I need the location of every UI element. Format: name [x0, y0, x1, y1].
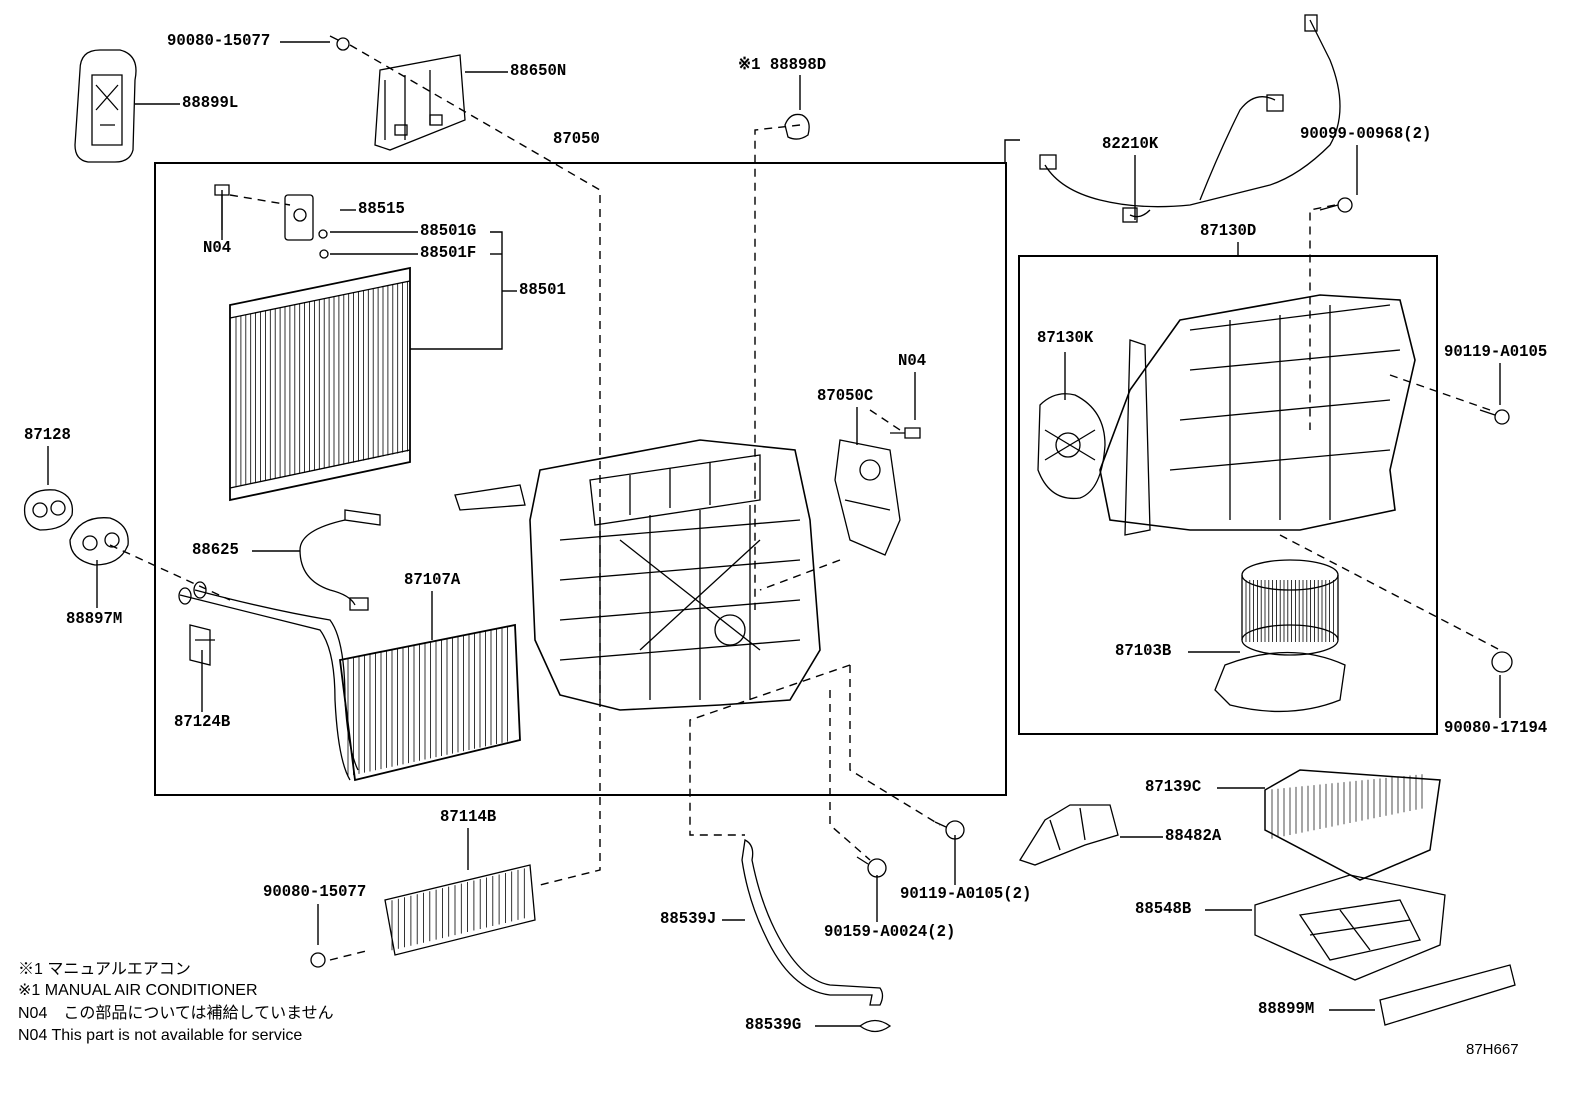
part-87050C-actuator	[834, 439, 901, 556]
assembly-box-87130D	[1018, 255, 1438, 735]
label-88897M[interactable]: 88897M	[66, 610, 123, 629]
part-82210K-wire-harness	[1039, 14, 1341, 223]
label-88650N[interactable]: 88650N	[510, 62, 567, 81]
part-88539J-drain-hose	[741, 839, 884, 1006]
label-88899M[interactable]: 88899M	[1258, 1000, 1315, 1019]
part-87107A-heater-core	[178, 581, 521, 782]
label-87114B[interactable]: 87114B	[440, 808, 497, 827]
label-90080-17194[interactable]: 90080-17194	[1444, 719, 1548, 738]
label-88482A[interactable]: 88482A	[1165, 827, 1222, 846]
note-manual-ac-en: ※1 MANUAL AIR CONDITIONER	[18, 982, 258, 999]
label-N04[interactable]: N04	[898, 352, 927, 371]
part-screws-right	[1319, 197, 1513, 673]
part-90080-15077-top	[329, 35, 350, 51]
note-n04-en: N04 This part is not available for servi…	[18, 1027, 303, 1044]
part-N04-screw-b	[890, 427, 921, 439]
label-N04[interactable]: N04	[203, 239, 232, 258]
label-88539G[interactable]: 88539G	[745, 1016, 802, 1035]
label-87139C[interactable]: 87139C	[1145, 778, 1202, 797]
label-87130K[interactable]: 87130K	[1037, 329, 1094, 348]
label-90119-A0105[interactable]: 90119-A0105	[1444, 343, 1548, 362]
part-87103B-blower-motor	[1214, 559, 1346, 713]
label-90080-15077[interactable]: 90080-15077	[167, 32, 271, 51]
part-87114B	[384, 864, 536, 956]
label-90159-A0024[interactable]: 90159-A0024(2)	[824, 923, 956, 942]
part-87139C-filter	[1264, 769, 1441, 881]
label-87050[interactable]: 87050	[553, 130, 600, 149]
part-88899L	[74, 49, 137, 163]
part-87130D-blower-case	[1099, 294, 1416, 536]
part-88899M	[1379, 964, 1516, 1026]
part-88539G-plug	[858, 1019, 892, 1033]
label-88501G[interactable]: 88501G	[420, 222, 477, 241]
label-88898D[interactable]: ※1 88898D	[738, 56, 827, 75]
label-87130D[interactable]: 87130D	[1200, 222, 1257, 241]
drawing-code: 87H667	[1466, 1041, 1519, 1058]
label-88548B[interactable]: 88548B	[1135, 900, 1192, 919]
part-88625-sensor	[299, 509, 381, 611]
label-90119-A0105-2[interactable]: 90119-A0105(2)	[900, 885, 1032, 904]
label-87103B[interactable]: 87103B	[1115, 642, 1172, 661]
label-90080-15077[interactable]: 90080-15077	[263, 883, 367, 902]
part-bolts-bottom	[310, 820, 965, 968]
part-87050-hvac-unit	[454, 439, 821, 711]
note-manual-ac-jp: ※1 マニュアルエアコン	[18, 961, 191, 978]
leader-lines	[47, 41, 1501, 1027]
label-88501F[interactable]: 88501F	[420, 244, 477, 263]
label-87124B[interactable]: 87124B	[174, 713, 231, 732]
part-N04-screw	[214, 184, 230, 230]
label-88515[interactable]: 88515	[358, 200, 405, 219]
part-88898D	[784, 113, 810, 140]
part-87128	[23, 489, 74, 531]
part-87124B-clamp	[189, 624, 215, 666]
part-88515	[284, 194, 329, 259]
label-87050C[interactable]: 87050C	[817, 387, 874, 406]
label-88899L[interactable]: 88899L	[182, 94, 239, 113]
note-n04-jp: N04 この部品については補給していません	[18, 1005, 334, 1022]
label-90099-00968[interactable]: 90099-00968(2)	[1300, 125, 1432, 144]
part-88548B-tray	[1254, 874, 1446, 981]
dashed-assembly-lines	[109, 44, 1501, 961]
label-88501[interactable]: 88501	[519, 281, 566, 300]
part-88501-evaporator	[229, 266, 411, 502]
part-88482A-duct	[1019, 804, 1119, 866]
assembly-box-87050	[154, 162, 1007, 796]
label-82210K[interactable]: 82210K	[1102, 135, 1159, 154]
label-88539J[interactable]: 88539J	[660, 910, 717, 929]
label-87128[interactable]: 87128	[24, 426, 71, 445]
part-88897M	[69, 517, 129, 566]
part-88650N	[374, 54, 466, 151]
label-87107A[interactable]: 87107A	[404, 571, 461, 590]
part-87130K-damper	[1037, 393, 1106, 500]
label-88625[interactable]: 88625	[192, 541, 239, 560]
